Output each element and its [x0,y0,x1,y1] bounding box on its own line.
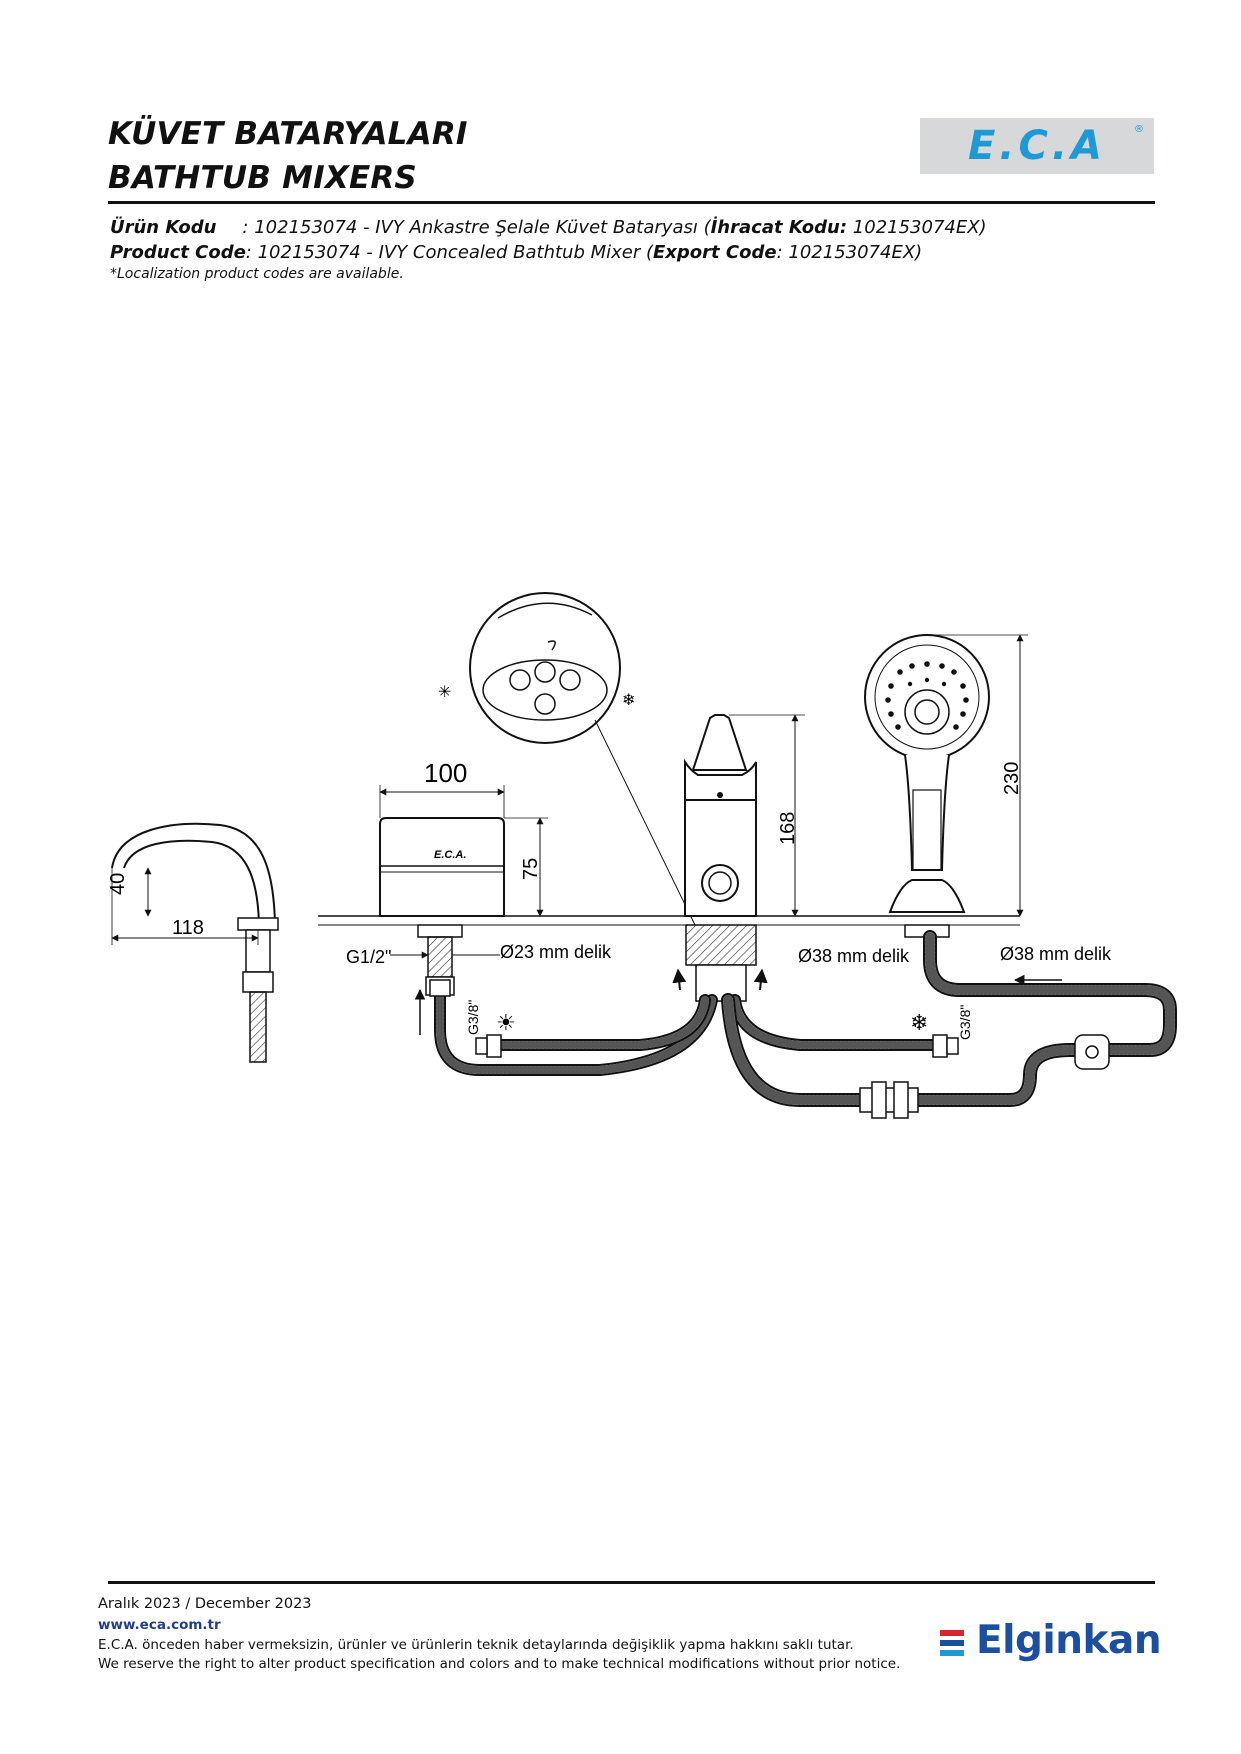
hole-23: Ø23 mm delik [500,942,612,962]
thread-g38-left: G3/8" [465,1000,481,1035]
hoses [434,930,1177,1107]
export-code-tr-label: İhracat Kodu: [710,217,848,238]
footer-disclaimer-tr: E.C.A. önceden haber vermeksizin, ürünle… [98,1637,854,1653]
footer-date: Aralık 2023 / December 2023 [98,1596,312,1612]
hot-water-symbol: ☀ [496,1010,516,1035]
elginkan-logo: Elginkan [940,1618,1162,1668]
dim-230: 230 [1001,762,1023,795]
control-box-drawing [379,785,548,996]
thread-g38-right: G3/8" [957,1005,973,1040]
product-code-en-label: Product Code [110,242,246,263]
localization-note: *Localization product codes are availabl… [110,266,404,282]
header-rule [108,201,1155,204]
product-code-tr-label: Ürün Kodu [110,217,217,238]
hot-symbol: ✳ [438,684,451,701]
brand-text: Elginkan [976,1618,1162,1663]
footer-disclaimer-en: We reserve the right to alter product sp… [98,1656,901,1672]
page-title-en: BATHTUB MIXERS [108,160,417,196]
page-title-tr: KÜVET BATARYALARI [108,116,468,152]
product-code-tr-value: : 102153074 - IVY Ankastre Şelale Küvet … [242,217,711,238]
footer-rule [108,1581,1155,1584]
spout-drawing [111,822,279,1063]
cold-symbol: ❄ [622,692,635,709]
eca-logo-text: E.C.A [967,123,1107,169]
product-code-tr: Ürün Kodu : 102153074 - IVY Ankastre Şela… [110,216,987,240]
eca-logo: E.C.A ® [920,118,1154,174]
dim-100: 100 [424,758,467,788]
dim-118: 118 [172,917,204,939]
hand-shower-drawing [864,634,1062,986]
export-code-en-value: : 102153074EX) [776,242,923,263]
brand-bar-red [940,1630,964,1636]
dim-168: 168 [777,812,799,845]
thread-g12: G1/2" [346,947,391,967]
export-code-en-label: Export Code [653,242,777,263]
cartridge-detail-drawing [469,592,696,926]
hole-38-right: Ø38 mm delik [1000,944,1112,964]
brand-bar-blue [940,1640,964,1646]
dim-75: 75 [520,858,542,880]
product-code-en-value: : 102153074 - IVY Concealed Bathtub Mixe… [245,242,654,263]
dim-40: 40 [107,873,129,895]
box-logo: E.C.A. [434,849,466,861]
registered-mark: ® [1134,124,1144,135]
export-code-tr-value: 102153074EX) [847,217,987,238]
brand-bar-lightblue [940,1650,964,1656]
cold-water-symbol: ❄ [910,1010,928,1035]
hose-fittings [429,979,1110,1119]
product-code-en: Product Code: 102153074 - IVY Concealed … [110,241,922,265]
footer-website-link[interactable]: www.eca.com.tr [98,1617,221,1633]
diverter-drawing [672,714,805,1002]
hole-38-center: Ø38 mm delik [798,946,910,966]
